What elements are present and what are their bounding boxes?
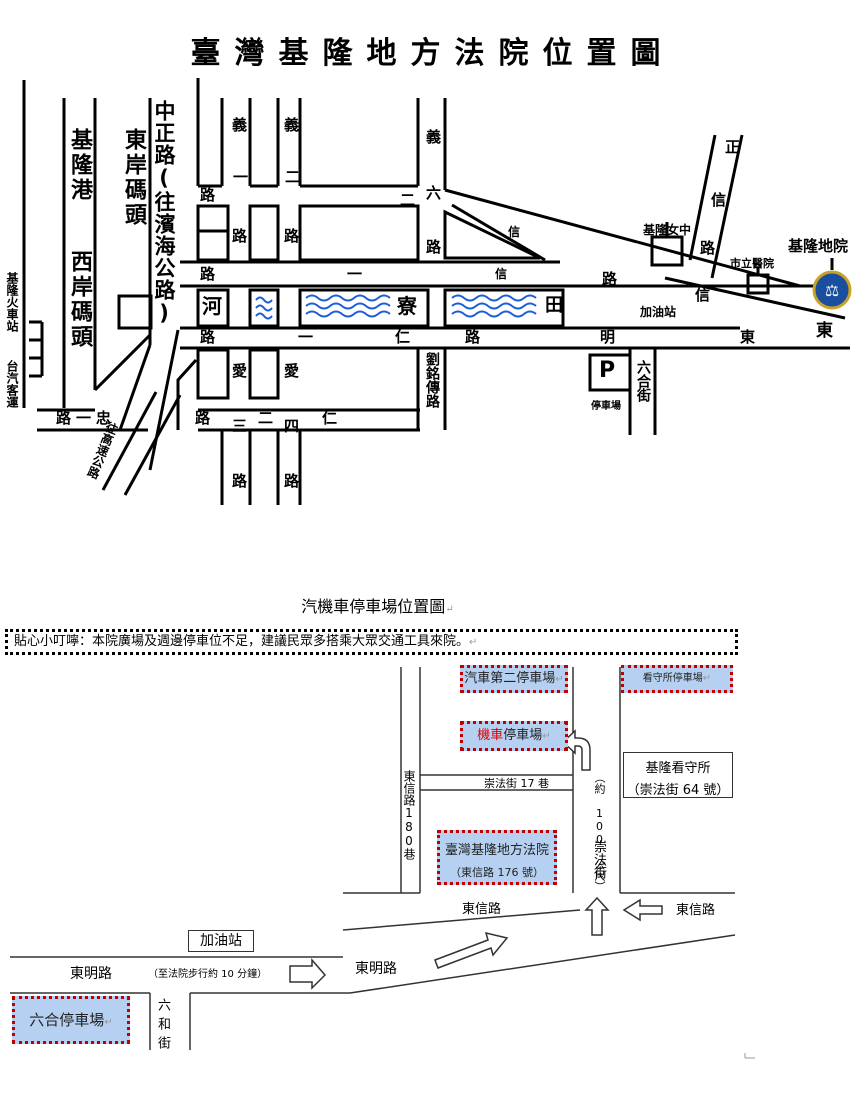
road-network: ⚖: [22, 78, 852, 505]
label-distance: （約 100 公尺）: [593, 772, 606, 892]
court-address: （東信路 176 號）: [450, 866, 544, 879]
label-road-10: 路: [195, 409, 211, 427]
label-road-3: 路: [284, 227, 300, 245]
label-hospital: 市立醫院: [730, 257, 774, 270]
label-dongxin-road-1: 東信路: [462, 902, 502, 917]
label-si: 四: [284, 417, 300, 435]
label-xin-2: 信: [495, 267, 508, 281]
label-parking: 停車場: [591, 401, 621, 412]
label-yi-dash-1: 一: [233, 168, 249, 186]
detention-name: 基隆看守所: [645, 761, 711, 776]
label-er-dash-1: 二: [285, 168, 301, 186]
car-parking-lot-2[interactable]: 汽車第二停車場↵: [460, 665, 568, 693]
court-name: 臺灣基隆地方法院: [444, 843, 549, 858]
label-dongming-road-2: 東明路: [355, 961, 397, 977]
label-zhongyi-road: 路一忠: [56, 409, 117, 427]
label-ming: 明: [600, 328, 616, 346]
label-road-5: 路: [200, 265, 216, 283]
label-yi-lower: 一: [298, 328, 314, 346]
detention-address: （崇法街 64 號）: [626, 783, 730, 798]
label-ren-1: 仁: [395, 328, 411, 346]
label-road-12: 路: [284, 472, 300, 490]
label-san: 三: [232, 417, 248, 435]
label-road-11: 路: [232, 472, 248, 490]
label-liuming-road: 劉銘傳路: [424, 352, 440, 408]
label-walk-note: （至法院步行約 10 分鐘）: [148, 969, 268, 980]
label-keelung-port: 基隆港: [67, 128, 92, 203]
court-emblem-icon: [812, 270, 852, 310]
label-ai-1: 愛: [232, 362, 248, 380]
label-road-2: 路: [232, 227, 248, 245]
label-tian: 田: [545, 295, 563, 316]
label-road-7: 路: [700, 239, 716, 257]
label-xin-3: 信: [695, 286, 711, 304]
label-dongxin-lane: 東信路180巷: [402, 770, 416, 860]
label-chongfa-lane: 崇法街 17 巷: [484, 777, 549, 790]
label-ai-2: 愛: [284, 362, 300, 380]
detention-center-box: 基隆看守所 （崇法街 64 號）: [623, 752, 733, 798]
label-river: 河: [202, 294, 222, 318]
gas-station-box: 加油站: [188, 930, 254, 952]
label-road-9: 路: [465, 328, 481, 346]
label-liuhe-street: 六和街: [155, 998, 170, 1055]
keelung-district-court[interactable]: 臺灣基隆地方法院 （東信路 176 號）: [437, 830, 557, 885]
svg-text:⚖: ⚖: [825, 281, 839, 300]
detention-center-parking-lot[interactable]: 看守所停車場↵: [621, 665, 733, 693]
label-xin-1: 信: [508, 225, 521, 239]
label-road-8: 路: [200, 328, 216, 346]
label-yi-1: 義: [232, 116, 248, 134]
label-ren-2: 仁: [322, 409, 338, 427]
label-chongfa-street: 崇法街: [591, 840, 606, 879]
label-girls-school: 基隆女中: [643, 223, 692, 237]
label-er-lower: 二: [258, 409, 274, 427]
label-zhongzheng-road: 中正路(往濱海公路): [152, 100, 176, 326]
label-zheng: 正: [725, 138, 741, 156]
label-dongming-road-1: 東明路: [70, 966, 112, 982]
label-xin-4: 信: [711, 191, 727, 209]
label-court: 基隆地院: [788, 237, 849, 255]
parking-map-title: 汽機車停車場位置圖↵: [301, 597, 454, 616]
label-west-pier: 西岸碼頭: [67, 250, 92, 350]
label-east-pier: 東岸碼頭: [121, 128, 146, 228]
label-yi-3: 義: [426, 128, 442, 146]
label-road-1: 路: [200, 186, 216, 204]
motorcycle-parking-lot[interactable]: 機車停車場↵: [460, 721, 568, 751]
notice-banner: 貼心小叮嚀：本院廣場及週邊停車位不足，建議民眾多搭乘大眾交通工具來院。↵: [5, 629, 738, 655]
label-liao: 寮: [397, 294, 417, 318]
liuhe-parking-lot[interactable]: 六合停車場↵: [12, 996, 130, 1044]
label-liu: 六: [426, 184, 442, 202]
parking-p-icon: P: [599, 358, 616, 383]
label-er-2: 二: [400, 191, 416, 209]
label-yi-main: 一: [347, 265, 363, 283]
label-dong-1: 東: [740, 328, 756, 346]
label-gas-station: 加油站: [640, 305, 677, 319]
map-title: 臺灣基隆地方法院位置圖: [190, 36, 675, 71]
label-dong-2: 東: [816, 321, 833, 341]
label-road-4: 路: [426, 238, 442, 256]
label-train-station: 基隆火車站: [5, 272, 19, 332]
label-dongxin-road-2: 東信路: [676, 903, 716, 918]
label-liuhe-street: 六合街: [635, 360, 651, 402]
label-yi-2: 義: [284, 116, 300, 134]
label-road-6: 路: [602, 270, 618, 288]
label-taiwan-bus: 台汽客運: [5, 360, 19, 408]
